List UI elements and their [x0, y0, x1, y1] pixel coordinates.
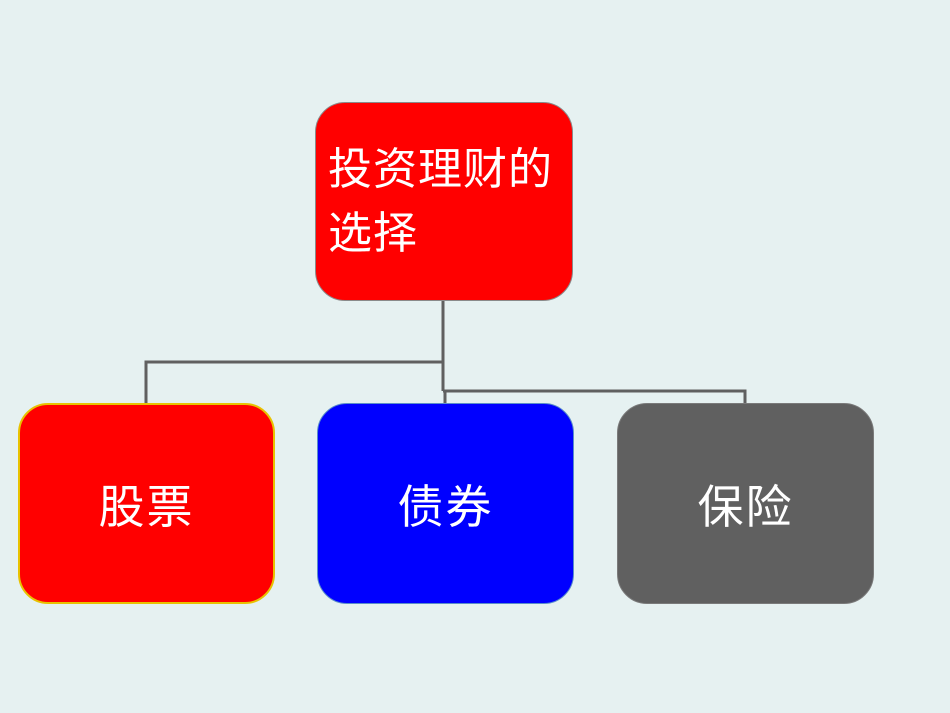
- root-node: 投资理财的选择: [315, 102, 573, 301]
- connector-to-insurance: [443, 389, 747, 403]
- child-node-insurance: 保险: [617, 403, 874, 604]
- connector-to-stocks: [144, 360, 443, 403]
- child-node-insurance-label: 保险: [697, 479, 794, 534]
- child-node-stocks: 股票: [18, 403, 275, 604]
- root-node-label: 投资理财的选择: [328, 143, 553, 259]
- child-node-stocks-label: 股票: [98, 479, 195, 534]
- child-node-bonds-label: 债券: [397, 479, 494, 534]
- child-node-bonds: 债券: [317, 403, 574, 604]
